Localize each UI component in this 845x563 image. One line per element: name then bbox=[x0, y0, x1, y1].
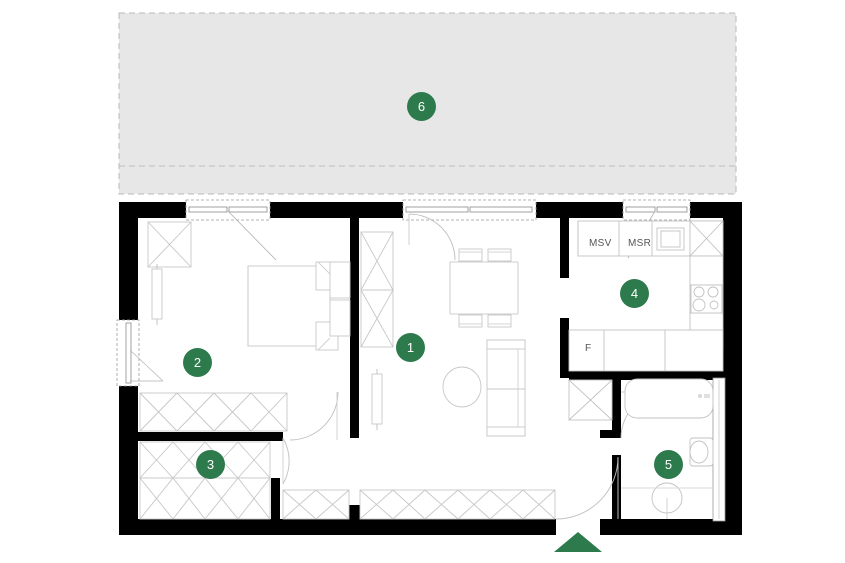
door-storage-room bbox=[282, 437, 290, 485]
washing-machine-label: MSR bbox=[628, 238, 652, 249]
wall-kitchen-bath-divider bbox=[569, 371, 723, 380]
wall-top-mid-a bbox=[270, 202, 403, 218]
room-marker-4-label: 4 bbox=[630, 286, 639, 301]
radiator-bedroom-left bbox=[151, 264, 163, 325]
kitchen-hob bbox=[690, 284, 723, 314]
window-kitchen-top bbox=[622, 199, 691, 259]
radiator-corridor bbox=[371, 369, 383, 430]
wardrobe-room3-lower bbox=[139, 477, 271, 520]
room-marker-5[interactable]: 5 bbox=[654, 450, 683, 479]
wall-bath-left-c bbox=[612, 455, 621, 519]
wall-bath-left-b bbox=[612, 380, 621, 430]
wall-room3-right bbox=[271, 478, 280, 519]
hall-wardrobes bbox=[282, 489, 556, 520]
wall-kitchen-left-lower bbox=[560, 318, 569, 378]
wall-right bbox=[723, 202, 742, 535]
wall-left-upper bbox=[119, 202, 138, 320]
wardrobe-hall-right bbox=[359, 489, 556, 520]
bathtub bbox=[624, 378, 714, 419]
sofa bbox=[486, 339, 526, 437]
window-bedroom-top bbox=[185, 199, 277, 261]
windows bbox=[116, 199, 726, 522]
walls bbox=[119, 202, 742, 535]
wall-room3-door-jamb bbox=[275, 432, 283, 441]
room-marker-5-label: 5 bbox=[664, 457, 673, 472]
wall-top-mid-b bbox=[536, 202, 623, 218]
wall-bottom-left bbox=[119, 519, 556, 535]
window-bathroom-right bbox=[712, 377, 726, 522]
room-marker-3-label: 3 bbox=[206, 457, 215, 472]
wall-left-lower bbox=[119, 385, 138, 535]
wardrobe-corridor bbox=[360, 231, 394, 348]
wall-room2-room3 bbox=[138, 432, 283, 441]
room-marker-6[interactable]: 6 bbox=[407, 92, 436, 121]
wall-kitchen-left-upper bbox=[560, 218, 569, 278]
wall-bedroom-partition-upper bbox=[350, 218, 359, 328]
bath-closet bbox=[568, 379, 613, 421]
wall-bottom-right bbox=[600, 519, 742, 535]
room-marker-1-label: 1 bbox=[406, 340, 415, 355]
wall-hall-bath-stub bbox=[600, 430, 621, 438]
wall-bottom-pier bbox=[348, 505, 360, 519]
living-furniture bbox=[442, 248, 526, 437]
wardrobe-hall-left bbox=[282, 489, 350, 520]
room-marker-2[interactable]: 2 bbox=[183, 348, 212, 377]
kitchen-counter-bottom bbox=[568, 329, 724, 372]
wardrobe-bedroom-bottom bbox=[139, 392, 288, 432]
window-bedroom-left bbox=[116, 319, 164, 387]
coffee-table bbox=[442, 366, 482, 408]
bedroom-furniture bbox=[139, 221, 394, 432]
room-marker-3[interactable]: 3 bbox=[196, 450, 225, 479]
room-marker-6-label: 6 bbox=[417, 99, 426, 114]
kitchen-fixtures bbox=[568, 220, 724, 372]
wall-bedroom-partition-lower bbox=[350, 328, 359, 438]
room-marker-2-label: 2 bbox=[193, 355, 202, 370]
entrance-arrow bbox=[554, 532, 602, 552]
door-bedroom bbox=[289, 391, 339, 441]
washbasin bbox=[621, 482, 713, 519]
room-marker-4[interactable]: 4 bbox=[620, 279, 649, 308]
kitchen-sink bbox=[656, 227, 685, 251]
toilet bbox=[689, 437, 714, 467]
window-living-top bbox=[402, 199, 537, 261]
bathroom-fixtures bbox=[568, 378, 714, 519]
kitchen-tall-unit bbox=[689, 220, 724, 257]
dishwasher-label: MSV bbox=[589, 238, 612, 249]
door-entrance bbox=[555, 456, 619, 520]
bed bbox=[247, 261, 351, 351]
room-marker-1[interactable]: 1 bbox=[396, 333, 425, 362]
dining-table bbox=[449, 248, 519, 328]
wardrobe-bedroom-top bbox=[147, 221, 192, 268]
fridge-label: F bbox=[585, 343, 592, 354]
